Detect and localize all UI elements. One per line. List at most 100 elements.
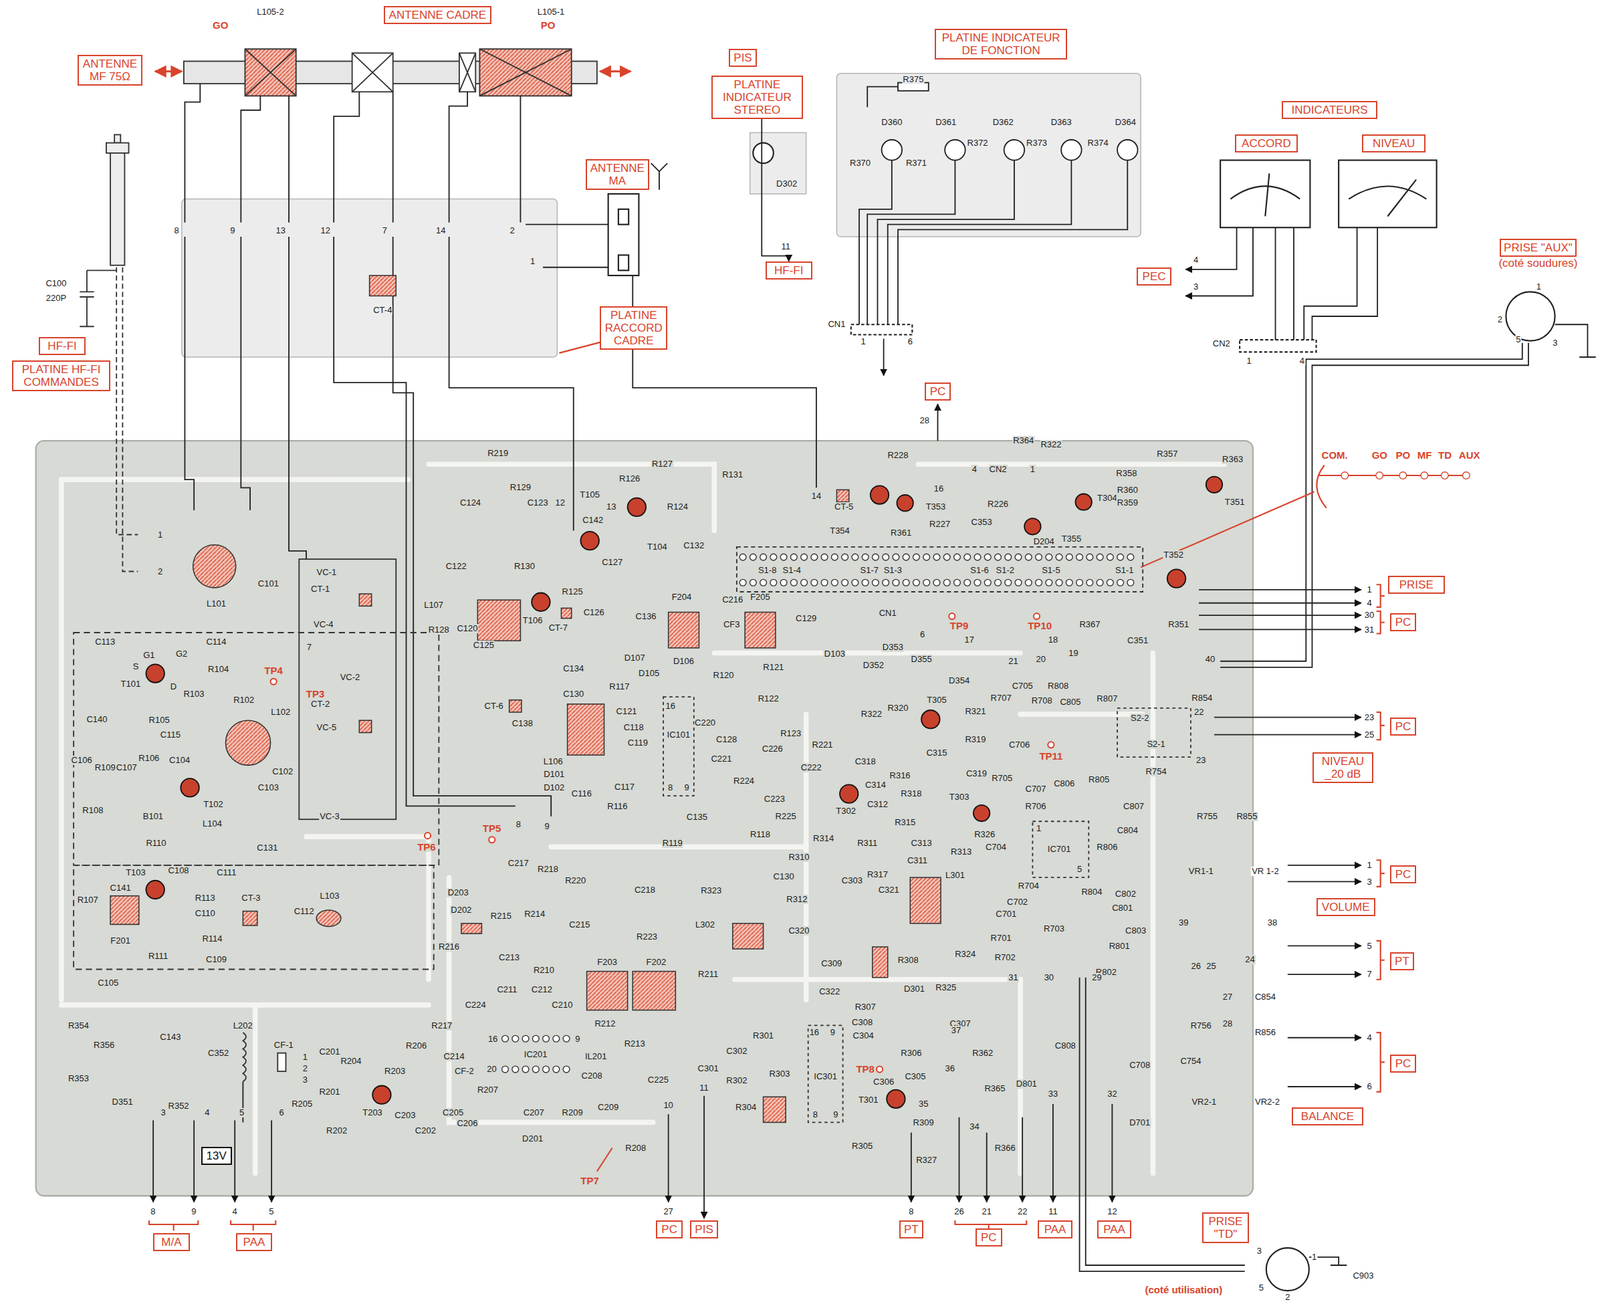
part-label: C121: [615, 706, 638, 717]
solder-pad: [1045, 579, 1053, 586]
part-label: C105: [96, 978, 120, 988]
solder-pad: [974, 579, 981, 586]
transistor: [145, 663, 164, 682]
part-label: F202: [645, 957, 667, 967]
part-label: R122: [757, 694, 780, 704]
transistor: [145, 880, 164, 899]
solder-pad: [1004, 553, 1012, 561]
part-label: 6: [907, 336, 914, 347]
solder-pad: [1399, 472, 1407, 480]
part-label: 30: [1363, 610, 1375, 620]
part-label: R119: [661, 838, 684, 848]
label-box: PC: [1390, 1054, 1417, 1073]
box-label: PAA: [1041, 1222, 1069, 1236]
part-label: T301: [857, 1095, 880, 1105]
part-label: C854: [1254, 992, 1277, 1002]
part-label: C107: [115, 762, 138, 773]
copper-trace: [58, 479, 65, 1000]
part-label: CT-7: [548, 623, 569, 633]
solder-pad: [749, 579, 757, 586]
box-label: PT: [903, 1222, 921, 1236]
wire: [887, 160, 1072, 325]
coil: [763, 1096, 787, 1122]
part-label: CT-3: [240, 893, 261, 903]
part-label: R805: [1087, 774, 1110, 785]
red-label: TP9: [949, 621, 970, 631]
part-label: S1-3: [883, 565, 903, 576]
part-label: R107: [76, 895, 99, 905]
part-label: L105-1: [536, 7, 565, 17]
label-box: PC: [1390, 613, 1417, 632]
copper-trace: [61, 464, 1225, 1173]
part-label: C117: [613, 782, 636, 792]
part-label: 21: [1007, 656, 1019, 666]
label-box: PRISE "AUX"(coté soudures): [1479, 238, 1597, 270]
red-label: TP8: [855, 1064, 876, 1074]
solder-pad: [1127, 579, 1134, 586]
part-label: C126: [583, 607, 606, 618]
bracket: [1376, 1032, 1385, 1092]
wire: [897, 160, 1128, 325]
part-label: 3: [1551, 338, 1558, 348]
part-label: CF-1: [273, 1040, 295, 1050]
solder-pad: [562, 1035, 570, 1042]
copper-trace: [306, 836, 429, 980]
output-arrow: [1214, 716, 1362, 719]
part-label: 6: [1365, 1081, 1373, 1092]
part-label: C119: [627, 738, 649, 748]
part-label: R327: [915, 1155, 938, 1165]
part-label: 8: [907, 1206, 914, 1217]
label-box: M/A: [153, 1232, 190, 1251]
solder-pad: [749, 553, 757, 561]
level-meter: [1338, 160, 1437, 228]
solder-pad: [872, 579, 880, 586]
red-label: COM.: [1321, 450, 1349, 461]
part-label: R210: [532, 965, 555, 975]
part-label: C314: [864, 780, 887, 790]
output-arrow: [1198, 614, 1362, 616]
label-box: PLATINE INDICATEUR DE FONCTION: [934, 28, 1068, 60]
part-label: CN2: [1212, 338, 1231, 349]
din-socket: [608, 143, 1556, 1292]
part-label: C106: [70, 755, 93, 765]
part-label: S1-2: [995, 565, 1015, 576]
ferrite-antenna: [459, 52, 476, 92]
coil: [668, 611, 700, 648]
solder-pad: [1045, 553, 1053, 561]
module-outline: [277, 1053, 286, 1072]
part-label: C808: [1054, 1041, 1077, 1051]
level-meter: [1348, 185, 1427, 199]
solder-pad: [522, 1065, 529, 1073]
part-label: R708: [1031, 696, 1054, 706]
part-label: C108: [167, 865, 190, 876]
label-box: PC: [1390, 717, 1417, 736]
coil: [477, 599, 521, 641]
part-label: D302: [775, 179, 798, 189]
part-label: R226: [986, 499, 1009, 509]
part-label: D301: [903, 984, 926, 994]
solder-pad: [1024, 553, 1032, 561]
part-label: 4: [1365, 598, 1373, 608]
red-label: PO: [1395, 450, 1412, 461]
wire: [1085, 977, 1245, 1266]
label-box: PC: [975, 1228, 1003, 1247]
wire: [393, 236, 552, 817]
transistor: [921, 710, 940, 729]
part-label: 28: [1222, 1018, 1233, 1029]
part-label: R203: [383, 1066, 406, 1076]
part-label: T304: [1096, 493, 1118, 503]
part-label: R754: [1145, 766, 1168, 777]
part-label: D364: [1114, 117, 1137, 128]
part-label: 6: [919, 629, 926, 640]
part-label: L102: [270, 707, 291, 717]
wire: [883, 338, 885, 376]
part-label: 9: [190, 1206, 197, 1217]
label-box: PC: [1390, 865, 1417, 884]
part-label: C302: [725, 1046, 748, 1056]
part-label: C220: [694, 718, 717, 728]
solder-pad: [841, 579, 849, 586]
wire: [1220, 343, 1523, 662]
part-label: 4: [203, 1107, 210, 1118]
part-label: S1-6: [969, 565, 989, 576]
part-label: VC-4: [312, 619, 335, 630]
